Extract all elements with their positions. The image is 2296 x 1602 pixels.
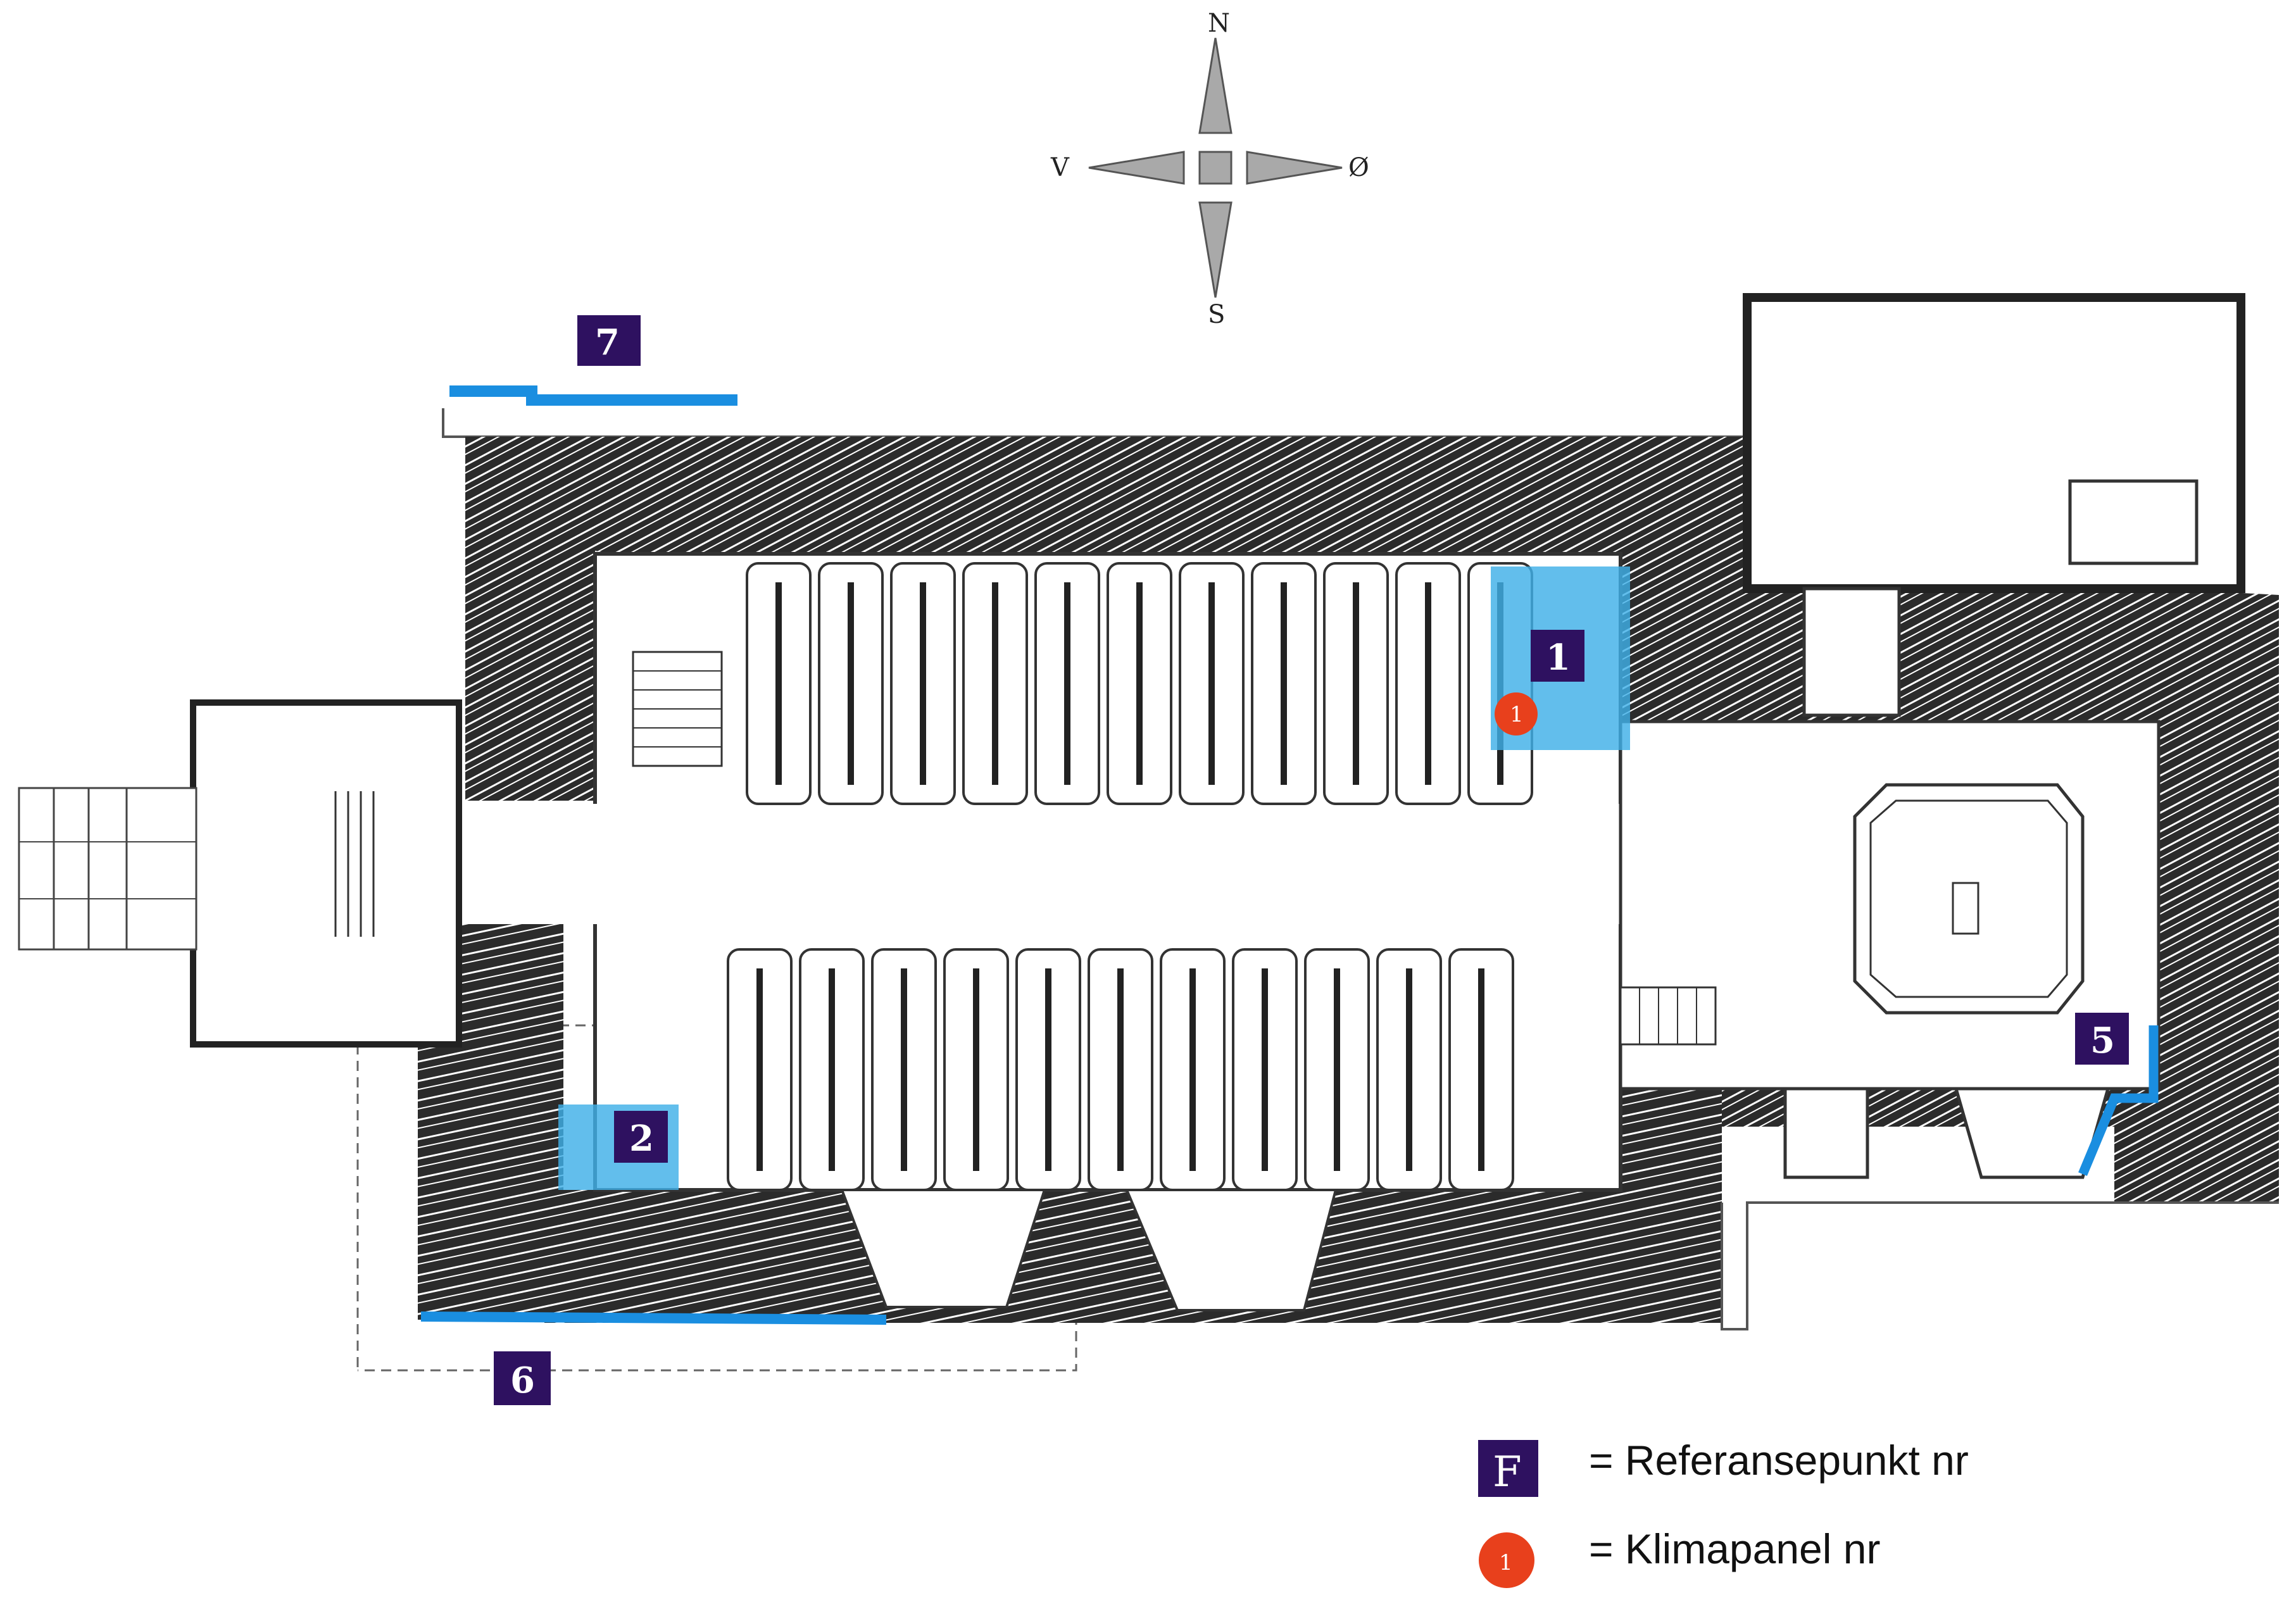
west-porch [190, 699, 462, 1048]
south-annex-outline [1721, 1201, 2279, 1330]
compass-north-label: N [1208, 9, 1230, 38]
legend-reference-symbol-box [1478, 1440, 1538, 1497]
south-window-1 [840, 1189, 1046, 1308]
compass-arrow-east [1246, 151, 1343, 185]
south-pews [727, 948, 1514, 1191]
climate-panels: 1 [1495, 692, 1538, 735]
sacristy-stove [2068, 479, 2199, 565]
compass-arrow-south [1198, 201, 1233, 298]
reference-point-7: 7 [577, 315, 641, 366]
svg-text:1: 1 [1546, 637, 1571, 679]
compass-arrow-west [1088, 151, 1185, 185]
reference-point-6: 6 [494, 1351, 551, 1405]
compass-east-label: Ø [1348, 153, 1369, 182]
north-pews [746, 562, 1533, 805]
blue-line-5 [2078, 1025, 2159, 1176]
legend-reference-item: F = Referansepunkt nr [1478, 1437, 1969, 1497]
legend-panel-symbol-circle [1479, 1532, 1534, 1588]
compass: N S V Ø [1050, 9, 1369, 329]
chimney [1802, 587, 1901, 717]
svg-text:6: 6 [510, 1360, 535, 1401]
nave-aisle [456, 804, 1621, 924]
reference-point-5: 5 [2075, 1013, 2129, 1065]
south-window-2 [1124, 1189, 1338, 1311]
pulpit-stairs [1619, 986, 1717, 1046]
west-entrance-steps [18, 787, 198, 951]
legend-reference-symbol: F [1493, 1448, 1522, 1496]
svg-text:5: 5 [2090, 1020, 2115, 1061]
svg-text:1: 1 [1510, 702, 1524, 727]
legend-reference-text: = Referansepunkt nr [1589, 1437, 1969, 1484]
nave-south-wall [544, 1025, 1722, 1323]
blue-wall-lines [420, 385, 2159, 1325]
building [18, 293, 2279, 1372]
reference-point-2: 2 [614, 1111, 668, 1163]
legend-panel-symbol: 1 [1499, 1550, 1513, 1575]
altar-table [1952, 882, 1979, 935]
legend: F = Referansepunkt nr 1 = Klimapanel nr [1478, 1437, 1969, 1588]
compass-center [1198, 151, 1233, 185]
compass-west-label: V [1050, 153, 1070, 182]
compass-arrow-north [1198, 37, 1233, 134]
compass-south-label: S [1208, 300, 1225, 329]
reference-points: 1 2 5 6 7 [494, 315, 2129, 1405]
south-porch [1783, 1087, 1869, 1179]
south-window-bay [1954, 1087, 2111, 1179]
svg-text:7: 7 [595, 322, 620, 363]
altar-octagon [1853, 783, 2085, 1015]
blue-line-6 [420, 1311, 887, 1325]
legend-panel-item: 1 = Klimapanel nr [1479, 1525, 1880, 1588]
altar-octagon-inner [1869, 799, 2068, 998]
blue-line-7 [449, 385, 737, 406]
climate-panel-1: 1 [1495, 692, 1538, 735]
legend-panel-text: = Klimapanel nr [1589, 1525, 1880, 1572]
stairs-west [632, 651, 723, 767]
svg-text:2: 2 [629, 1118, 654, 1160]
porch-bench [334, 791, 375, 937]
reference-point-1: 1 [1531, 630, 1584, 682]
